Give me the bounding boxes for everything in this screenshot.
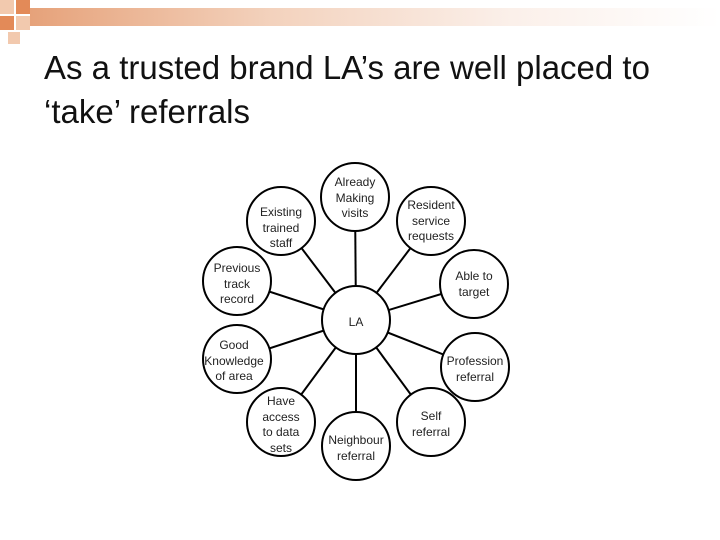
header-gradient-band [30, 8, 720, 26]
node-circle-already-making-visits [320, 162, 390, 232]
node-circle-resident-service-requests [396, 186, 466, 256]
node-label-good-knowledge-of-area: Good Knowledge of area [204, 338, 264, 383]
node-circle-neighbour-referral [321, 411, 391, 481]
slide-title: As a trusted brand LA’s are well placed … [44, 49, 650, 130]
node-label-have-access-to-data-sets: Have access to data sets [262, 394, 300, 455]
hub-circle-la [321, 285, 391, 355]
node-circle-existing-trained-staff [246, 186, 316, 256]
node-label-previous-track-record: Previous track record [213, 261, 261, 306]
node-circle-have-access-to-data-sets [246, 387, 316, 457]
node-label-self-referral: Self referral [411, 409, 450, 439]
node-label-able-to-target: Able to target [455, 269, 493, 299]
node-circle-able-to-target [439, 249, 509, 319]
corner-squares-decoration [0, 0, 30, 44]
node-label-already-making-visits: Already Making visits [334, 175, 376, 220]
node-circle-good-knowledge-of-area [202, 324, 272, 394]
node-label-resident-service-requests: Resident service requests [407, 198, 455, 243]
node-circle-previous-track-record [202, 246, 272, 316]
node-label-profession-referral: Profession referral [446, 354, 504, 384]
node-label-existing-trained-staff: Existing trained staff [259, 205, 303, 250]
node-label-neighbour-referral: Neighbour referral [328, 433, 384, 463]
node-circle-self-referral [396, 387, 466, 457]
hub-label-la: LA [348, 315, 364, 329]
node-circle-profession-referral [440, 332, 510, 402]
